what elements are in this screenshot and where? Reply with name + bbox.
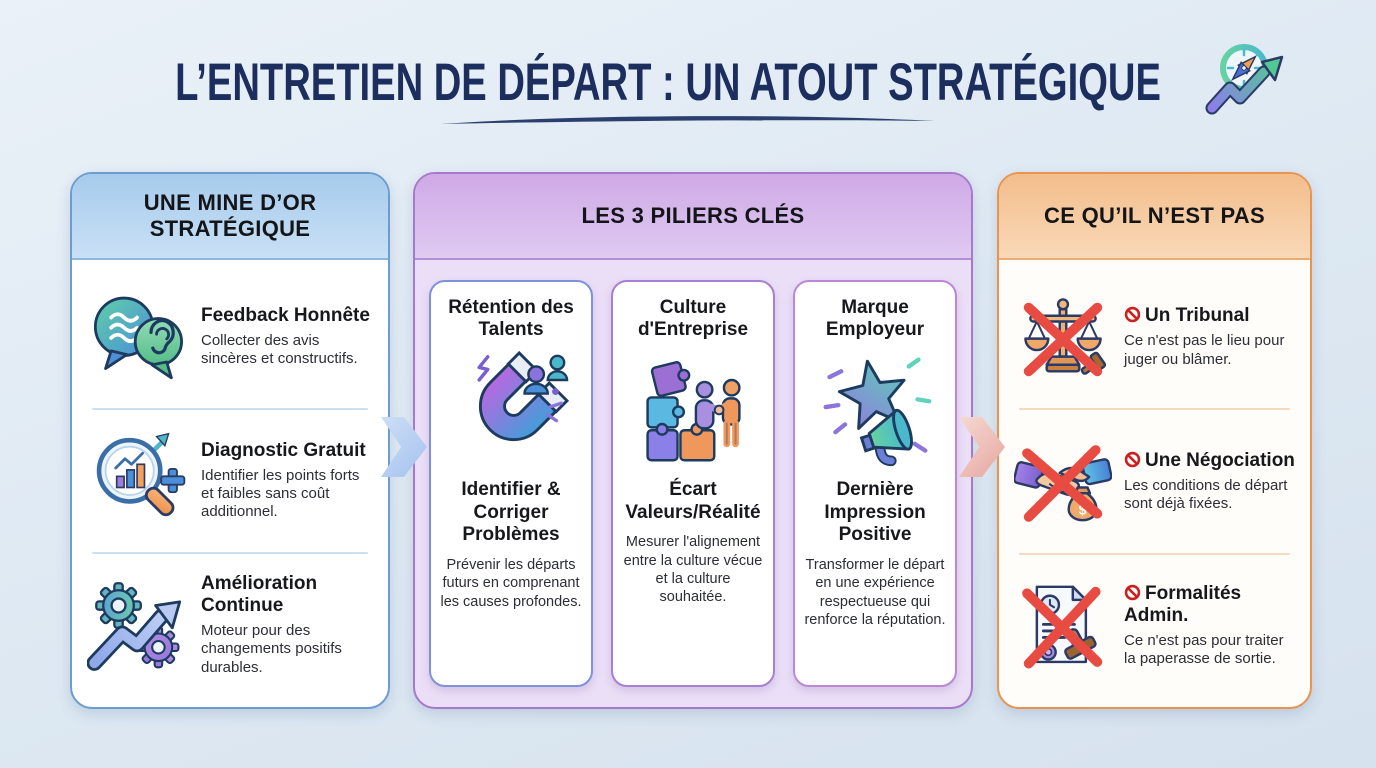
item-title: Amélioration Continue bbox=[201, 573, 318, 617]
divider bbox=[1019, 408, 1290, 411]
divider bbox=[92, 551, 368, 554]
card-subtitle: Identifier & Corriger Problèmes bbox=[461, 478, 561, 546]
page-title: L’ENTRETIEN DE DÉPART : UN ATOUT STRATÉG… bbox=[175, 53, 1161, 112]
card-desc: Transformer le départ en une expérience … bbox=[804, 557, 946, 628]
card-subtitle: Dernière Impression Positive bbox=[824, 478, 926, 546]
prohibited-icon bbox=[1124, 584, 1141, 601]
compass-growth-icon bbox=[1205, 44, 1284, 115]
magnifier-chart-icon bbox=[96, 432, 186, 516]
list-item-feedback: Feedback Honnête Collecter des avis sinc… bbox=[87, 279, 373, 395]
panel-trois-piliers: LES 3 PILIERS CLÉS Rétention des Talents bbox=[413, 172, 973, 709]
item-title: Diagnostic Gratuit bbox=[201, 439, 366, 461]
card-title: Marque Employeur bbox=[825, 297, 925, 341]
feedback-ear-icon bbox=[93, 296, 183, 380]
item-desc: Identifier les points forts et faibles s… bbox=[201, 466, 360, 521]
list-item-tribunal: Un Tribunal Ce n'est pas le lieu pour ju… bbox=[1014, 281, 1295, 393]
scales-crossed-icon bbox=[1023, 298, 1107, 377]
item-title: Feedback Honnête bbox=[201, 305, 370, 327]
document-stamp-crossed-icon bbox=[1022, 585, 1103, 669]
gears-growth-icon bbox=[87, 582, 182, 672]
prohibited-icon bbox=[1124, 307, 1141, 323]
list-item-formalites: Formalités Admin. Ce n'est pas pour trai… bbox=[1014, 570, 1295, 682]
card-subtitle: Écart Valeurs/Réalité bbox=[625, 478, 761, 523]
card-desc: Mesurer l'alignement entre la culture vé… bbox=[623, 534, 763, 606]
item-title: Un Tribunal bbox=[1124, 305, 1295, 327]
item-desc: Ce n'est pas le lieu pour juger ou blâme… bbox=[1124, 332, 1285, 368]
panel-middle-header: LES 3 PILIERS CLÉS bbox=[415, 174, 971, 260]
list-item-diagnostic: Diagnostic Gratuit Identifier les points… bbox=[87, 423, 373, 539]
title-underline-swoosh bbox=[441, 116, 935, 124]
card-desc: Prévenir les départs futurs en comprenan… bbox=[440, 557, 582, 610]
list-item-negociation: $ Une Négociation Les conditions de dépa… bbox=[1014, 425, 1295, 537]
panel-middle-body: Rétention des Talents bbox=[415, 260, 971, 707]
item-desc: Les conditions de départ sont déjà fixée… bbox=[1124, 476, 1288, 512]
panel-left-header: UNE MINE D’OR STRATÉGIQUE bbox=[72, 174, 388, 260]
item-desc: Collecter des avis sincères et construct… bbox=[201, 332, 358, 368]
puzzle-handshake-icon bbox=[646, 360, 741, 462]
item-title: Formalités Admin. bbox=[1124, 583, 1242, 626]
panel-right-header: CE QU’IL N’EST PAS bbox=[999, 174, 1310, 260]
panel-left-body: Feedback Honnête Collecter des avis sinc… bbox=[72, 260, 388, 707]
pillar-card-culture: Culture d'Entreprise bbox=[611, 280, 775, 687]
item-desc: Moteur pour des changements positifs dur… bbox=[201, 622, 342, 676]
panel-ce-quil-nest-pas: CE QU’IL N’EST PAS bbox=[997, 172, 1312, 709]
item-desc: Ce n'est pas pour traiter la paperasse d… bbox=[1124, 631, 1284, 668]
handshake-money-crossed-icon: $ bbox=[1014, 445, 1112, 523]
panel-mine-dor: UNE MINE D’OR STRATÉGIQUE bbox=[70, 172, 390, 709]
prohibited-icon bbox=[1124, 451, 1141, 467]
card-title: Rétention des Talents bbox=[448, 297, 574, 341]
panel-right-body: Un Tribunal Ce n'est pas le lieu pour ju… bbox=[999, 260, 1310, 707]
pillar-card-retention: Rétention des Talents bbox=[429, 280, 593, 687]
card-title: Culture d'Entreprise bbox=[637, 297, 749, 341]
magnet-talent-icon bbox=[477, 350, 569, 441]
list-item-amelioration: Amélioration Continue Moteur pour des ch… bbox=[87, 566, 373, 684]
divider bbox=[92, 407, 368, 410]
divider bbox=[1019, 552, 1290, 555]
dollar-symbol: $ bbox=[1079, 502, 1087, 518]
pillar-card-marque: Marque Employeur bbox=[793, 280, 957, 687]
star-megaphone-icon bbox=[823, 357, 932, 466]
item-title: Une Négociation bbox=[1124, 450, 1295, 472]
